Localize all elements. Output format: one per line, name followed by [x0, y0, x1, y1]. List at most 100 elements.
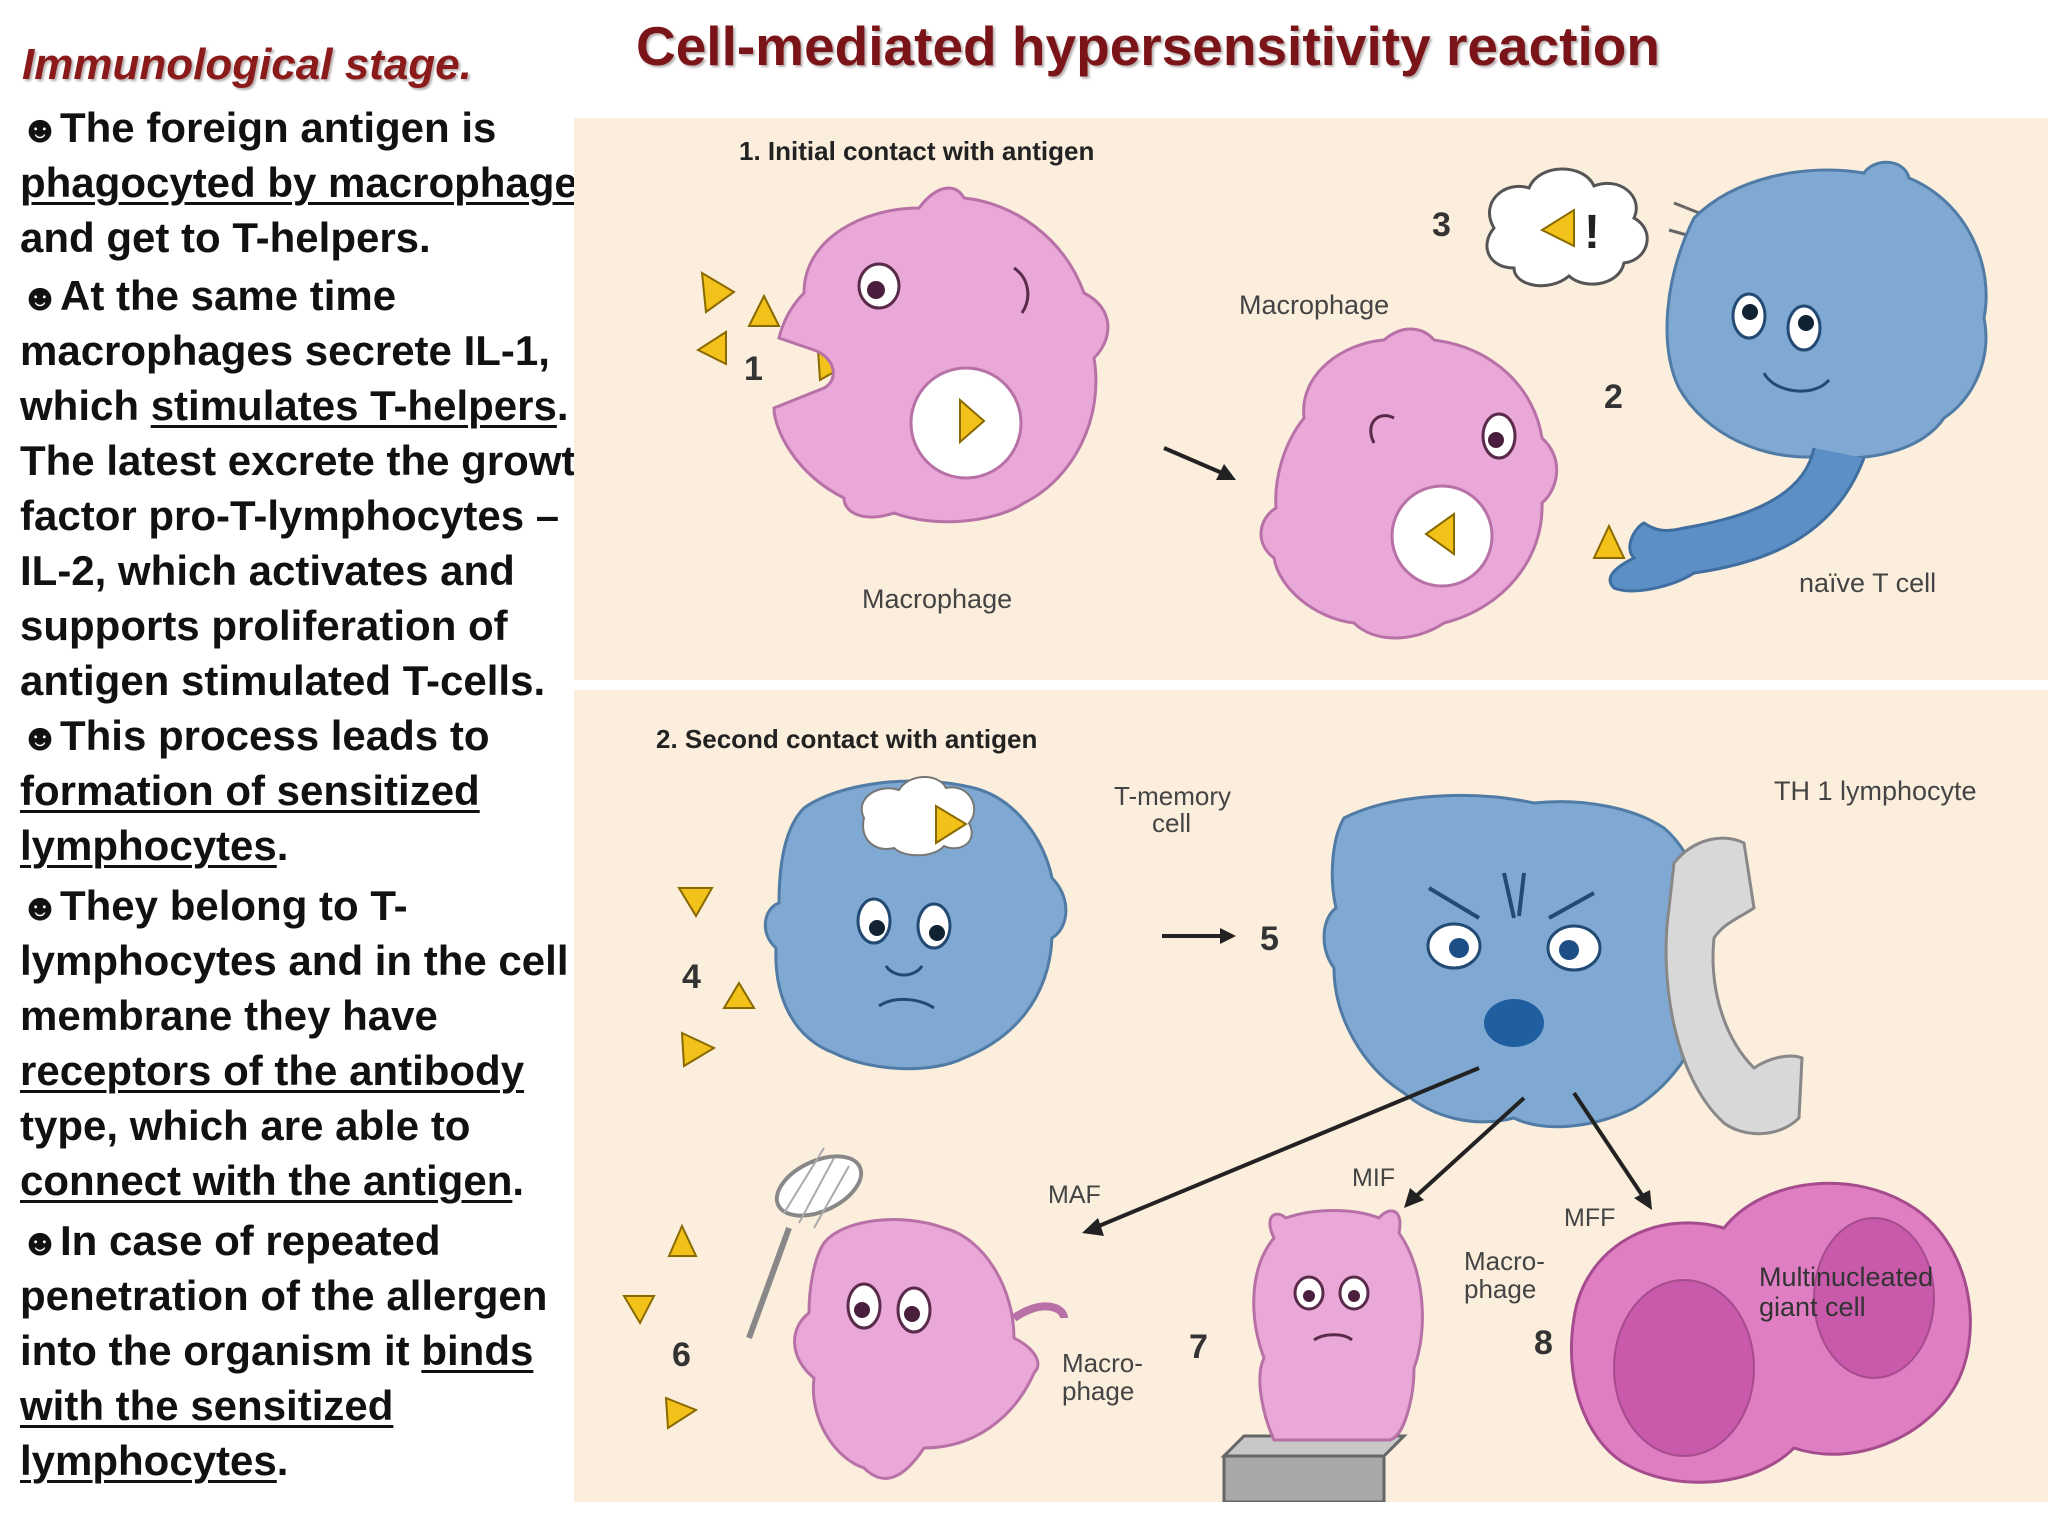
nucleus: [1613, 1279, 1755, 1457]
arrow-head: [1634, 1190, 1652, 1210]
antigen: [664, 1396, 699, 1430]
macro7-label-1: Macro-: [1464, 1246, 1545, 1276]
remembered-antigen: [935, 804, 968, 845]
maf-label: MAF: [1048, 1181, 1101, 1209]
text: The foreign antigen is: [60, 104, 497, 151]
bullet-line: connect with the antigen.: [20, 1157, 524, 1205]
step6-number: 6: [672, 1336, 691, 1374]
net-handle: [746, 1226, 792, 1340]
step3-number: 3: [1432, 206, 1451, 244]
bullet-line: lymphocytes.: [20, 1437, 288, 1485]
underlined-text: receptors of the antibody: [20, 1047, 525, 1094]
arrow-head: [1082, 1218, 1104, 1236]
bullet-line: The latest excrete the growth: [20, 437, 601, 485]
nucleus: [1813, 1217, 1935, 1379]
bullet-line: receptors of the antibody: [20, 1047, 524, 1095]
text: .: [276, 1437, 289, 1484]
giant-cell-label-1: Multinucleated: [1759, 1262, 1933, 1292]
antigen-group-6: [622, 1223, 699, 1430]
text: antigen stimulated T-cells.: [20, 657, 546, 704]
bullet-line: membrane they have: [20, 992, 438, 1040]
stage-heading: Immunological stage.: [22, 40, 472, 89]
text: .: [512, 1157, 525, 1204]
exclamation: !: [1584, 206, 1600, 259]
antigen: [700, 271, 736, 314]
naive-t-cell-label: naïve T cell: [1799, 568, 1936, 598]
bullet-line: lymphocytes.: [20, 822, 288, 870]
underlined-text: connect with the antigen: [20, 1157, 513, 1204]
bullet-line: into the organism it binds: [20, 1327, 533, 1375]
bullet-line: phagocyted by macrophages: [20, 159, 601, 207]
arrow-head: [1404, 1188, 1424, 1208]
bullet-line: IL-2, which activates and: [20, 547, 515, 595]
bullet-line: ☻At the same time: [20, 272, 396, 322]
antigen-group-4: [677, 887, 756, 1068]
presented-antigen: [1424, 512, 1455, 556]
bullet-line: lymphocytes and in the cell: [20, 937, 568, 985]
bullet-line: macrophages secrete IL-1,: [20, 327, 550, 375]
arrow-head: [1216, 464, 1236, 480]
arrow-mif: [1412, 1096, 1526, 1200]
text: They belong to T-: [60, 882, 408, 929]
underlined-text: phagocyted by macrophages: [20, 159, 602, 206]
underlined-text: formation of sensitized: [20, 767, 480, 814]
macro7-label-2: phage: [1464, 1274, 1536, 1304]
bullet-line: supports proliferation of: [20, 602, 508, 650]
naive-t-cell: [1608, 160, 1988, 593]
bullet-line: and get to T-helpers.: [20, 214, 431, 262]
arrow-head: [1220, 928, 1236, 944]
bullet-line: which stimulates T-helpers.: [20, 382, 569, 430]
antigen: [667, 1223, 698, 1257]
underlined-text: lymphocytes: [20, 822, 277, 869]
t-memory-label-2: cell: [1152, 808, 1191, 838]
bullet-symbol: ☻: [20, 887, 60, 929]
arrow: [1163, 446, 1230, 478]
text: macrophages secrete IL-1,: [20, 327, 550, 374]
antigen: [680, 1031, 717, 1068]
step4-number: 4: [682, 958, 701, 996]
step5-number: 5: [1260, 920, 1279, 958]
macro6-label-2: phage: [1062, 1376, 1134, 1406]
text: The latest excrete the growth: [20, 437, 602, 484]
th1-mouth: [1484, 999, 1544, 1047]
mif-label: MIF: [1352, 1164, 1395, 1192]
underlined-text: binds: [421, 1327, 534, 1374]
macrophage-label-b: Macrophage: [1239, 290, 1389, 320]
th1-label: TH 1 lymphocyte: [1774, 776, 1977, 806]
bullet-line: type, which are able to: [20, 1102, 470, 1150]
panel1-heading: 1. Initial contact with antigen: [739, 136, 1094, 166]
t-memory-label-1: T-memory: [1114, 781, 1231, 811]
mff-label: MFF: [1564, 1204, 1615, 1232]
giant-cell-label-2: giant cell: [1759, 1292, 1866, 1322]
step2-number: 2: [1604, 378, 1623, 416]
bullet-line: ☻In case of repeated: [20, 1217, 440, 1267]
bullet-symbol: ☻: [20, 717, 60, 759]
text: IL-2, which activates and: [20, 547, 515, 594]
immobilized-macrophage: [1220, 1209, 1424, 1502]
text: and get to T-helpers.: [20, 214, 431, 261]
underlined-text: with the sensitized: [20, 1382, 394, 1429]
antigen: [695, 330, 727, 366]
text: penetration of the allergen: [20, 1272, 548, 1319]
th1-lymphocyte: [1322, 793, 1804, 1136]
bubble-antigen: [1539, 208, 1575, 248]
text: type, which are able to: [20, 1102, 471, 1149]
antigen: [747, 293, 781, 327]
antigen: [622, 1295, 656, 1326]
text: This process leads to: [60, 712, 490, 759]
step1-number: 1: [744, 350, 763, 388]
underlined-text: lymphocytes: [20, 1437, 277, 1484]
bullet-line: penetration of the allergen: [20, 1272, 547, 1320]
macro6-label-1: Macro-: [1062, 1348, 1143, 1378]
step7-number: 7: [1189, 1328, 1208, 1366]
macrophage-label-a: Macrophage: [862, 584, 1012, 614]
bullet-line: ☻The foreign antigen is: [20, 104, 496, 154]
antigen: [677, 887, 714, 918]
bullet-symbol: ☻: [20, 277, 60, 319]
bullet-symbol: ☻: [20, 1222, 60, 1264]
panel2-heading: 2. Second contact with antigen: [656, 724, 1037, 754]
macrophage-hunting: [746, 1147, 1068, 1480]
t-memory-cell: [764, 776, 1068, 1071]
text: into the organism it: [20, 1327, 422, 1374]
text: At the same time: [60, 272, 397, 319]
